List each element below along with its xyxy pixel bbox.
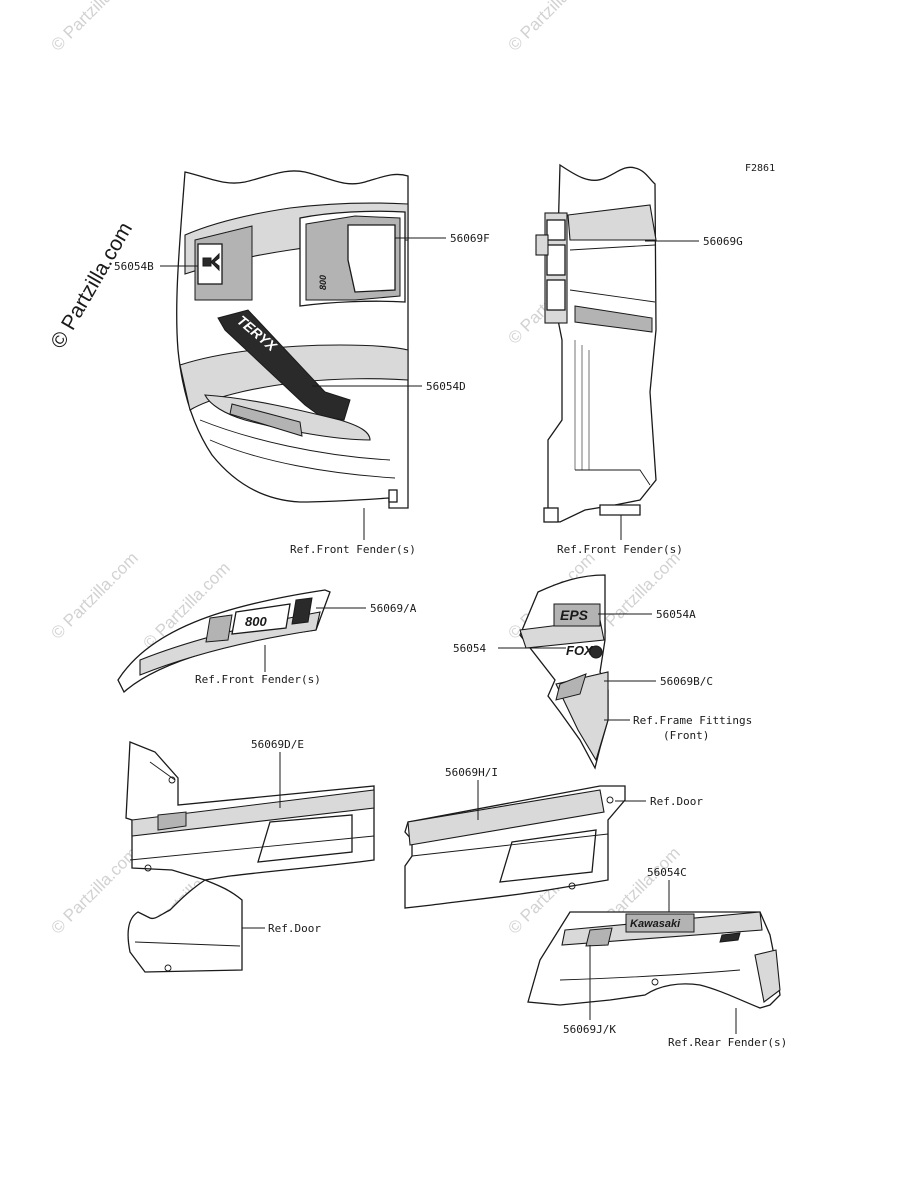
door-panel-left [125, 741, 375, 973]
watermark: © Partzilla.com [47, 548, 141, 642]
callout-56069G: 56069G [703, 235, 743, 248]
ref-front-fender-1: Ref.Front Fender(s) [290, 543, 416, 556]
ref-front-fender-3: Ref.Front Fender(s) [195, 673, 321, 686]
rear-fender-part: Kawasaki [527, 911, 781, 1009]
callout-56054C: 56054C [647, 866, 687, 879]
figure-code: F2861 [745, 163, 775, 174]
callout-56054B: 56054B [114, 260, 154, 273]
callout-56069A: 56069/A [370, 602, 417, 615]
ref-frame-fittings: Ref.Frame Fittings [633, 714, 752, 727]
model-800-fender-decal: 800 [245, 614, 267, 629]
watermark-large: © Partzilla.com [46, 218, 137, 352]
ref-door-left: Ref.Door [268, 922, 321, 935]
ref-door-right: Ref.Door [650, 795, 703, 808]
ref-front-fender-2: Ref.Front Fender(s) [557, 543, 683, 556]
ref-frame-fittings-front: (Front) [663, 729, 709, 742]
front-cowl-part: 800 TERYX [176, 170, 409, 509]
door-panel-right [404, 785, 626, 909]
kawasaki-decal: Kawasaki [625, 913, 695, 933]
eps-decal: EPS [553, 603, 601, 627]
callout-56069F: 56069F [450, 232, 490, 245]
fox-decal: FOX [566, 643, 603, 659]
callout-56069JK: 56069J/K [563, 1023, 616, 1036]
label-plate [535, 212, 568, 324]
svg-text:FOX: FOX [566, 643, 594, 658]
callout-56069BC: 56069B/C [660, 675, 713, 688]
watermark: © Partzilla.com [47, 0, 141, 55]
callout-56054: 56054 [453, 642, 486, 655]
model-800-decal: 800 [318, 275, 328, 290]
callout-56054A: 56054A [656, 608, 696, 621]
ref-rear-fender: Ref.Rear Fender(s) [668, 1036, 787, 1049]
callout-56069DE: 56069D/E [251, 738, 304, 751]
watermark: © Partzilla.com [47, 843, 141, 937]
callout-56069HI: 56069H/I [445, 766, 498, 779]
svg-text:EPS: EPS [560, 607, 589, 623]
svg-text:Kawasaki: Kawasaki [630, 918, 681, 930]
frame-fitting-part: EPS FOX [519, 574, 609, 770]
fender-strip-part: 800 [117, 589, 331, 694]
callout-56054D: 56054D [426, 380, 466, 393]
side-panel-part [535, 163, 657, 523]
kawasaki-k-logo-decal [197, 243, 223, 285]
watermark: © Partzilla.com [504, 0, 598, 55]
